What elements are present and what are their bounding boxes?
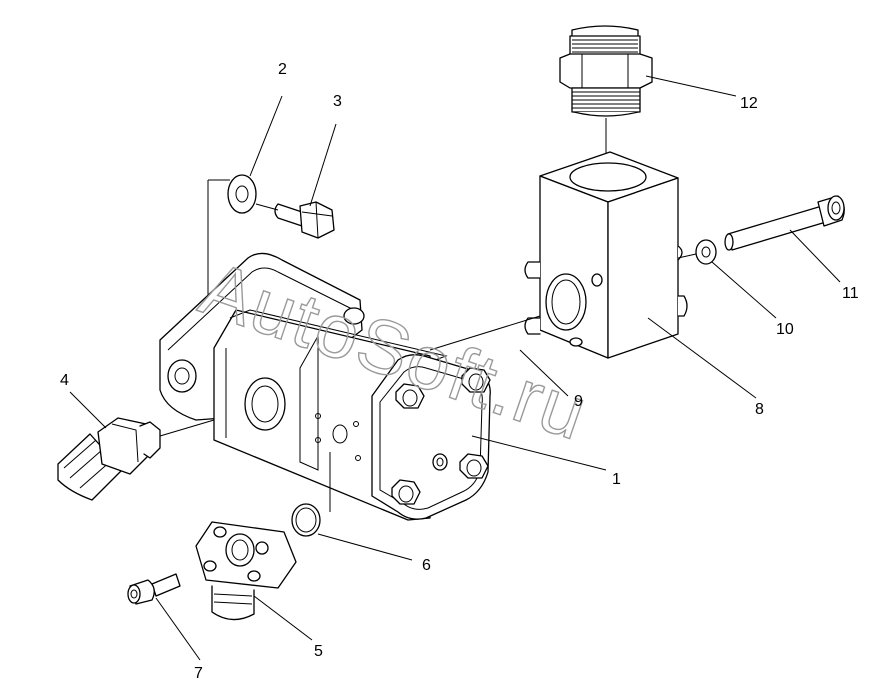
cover-bolt-bottom-left — [391, 479, 421, 505]
callout-11: 11 — [842, 285, 859, 302]
part-8-valve-block — [524, 151, 688, 359]
part-12-threaded-adapter — [559, 25, 653, 117]
callout-8: 8 — [755, 401, 764, 418]
part-7-screw — [127, 573, 181, 605]
callout-9: 9 — [574, 393, 583, 410]
callout-3: 3 — [333, 93, 342, 110]
part-5-flange-elbow — [195, 521, 297, 621]
cover-bolt-bottom-right — [459, 453, 489, 479]
callout-7: 7 — [194, 665, 203, 682]
callout-10: 10 — [776, 321, 794, 338]
cover-bolt-top-right — [461, 367, 491, 393]
callout-1: 1 — [612, 471, 621, 488]
part-6-o-ring — [291, 503, 321, 537]
part-2-washer — [227, 174, 257, 214]
callout-2: 2 — [278, 61, 287, 78]
part-4-angled-fitting — [57, 417, 161, 501]
callout-12: 12 — [740, 95, 758, 112]
leader-lines — [69, 75, 841, 661]
part-11-long-bolt — [724, 195, 845, 251]
part-3-hex-bolt — [274, 201, 335, 239]
callout-6: 6 — [422, 557, 431, 574]
cover-bolt-top-left — [395, 383, 425, 409]
part-1-gear-pump — [159, 252, 491, 521]
callout-4: 4 — [60, 372, 69, 389]
callout-5: 5 — [314, 643, 323, 660]
callout-labels: 1 2 3 4 5 6 7 8 9 10 11 12 — [60, 61, 859, 682]
part-10-washer — [695, 239, 717, 265]
